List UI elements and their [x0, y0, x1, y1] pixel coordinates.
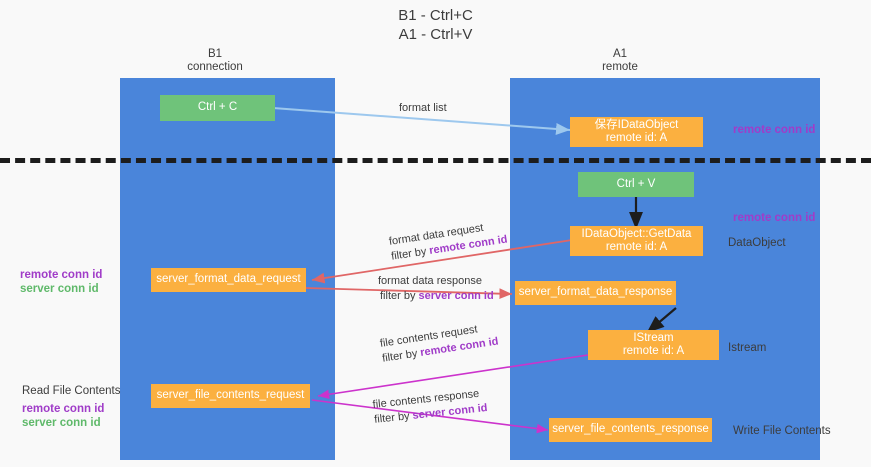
node-istream[interactable]: IStream remote id: A	[588, 330, 719, 360]
node-save-idataobject[interactable]: 保存IDataObject remote id: A	[570, 117, 703, 147]
edge-format-list	[272, 107, 571, 135]
annotation-server-conn-id-left-2: server conn id	[22, 417, 101, 429]
annotation-remote-conn-id-left-2: remote conn id	[22, 403, 105, 415]
edge-format-data-request	[311, 239, 573, 284]
edge-label-format-data-response-line2-highlight: server conn id	[418, 290, 494, 302]
edge-file-contents-response	[311, 399, 549, 434]
edge-file-contents-request	[317, 354, 589, 400]
annotation-dataobject: DataObject	[728, 237, 786, 249]
annotation-write-file-contents: Write File Contents	[733, 425, 831, 437]
node-server-file-contents-request[interactable]: server_file_contents_request	[151, 384, 310, 408]
node-istream-label: IStream	[633, 331, 674, 344]
node-server-file-contents-response[interactable]: server_file_contents_response	[549, 418, 712, 442]
lane-header-a1: A1 remote	[555, 48, 685, 74]
annotation-istream: Istream	[728, 342, 767, 354]
node-istream-sublabel: remote id: A	[622, 345, 685, 357]
node-ctrl-v-label: Ctrl + V	[616, 177, 656, 190]
page-title: B1 - Ctrl+C A1 - Ctrl+V	[0, 6, 871, 44]
lane-header-b1: B1 connection	[150, 48, 280, 74]
annotation-remote-conn-id-top: remote conn id	[733, 124, 816, 136]
node-server-format-data-request[interactable]: server_format_data_request	[151, 268, 306, 292]
node-ctrl-c-label: Ctrl + C	[197, 101, 238, 114]
lane-header-b1-line1: B1	[207, 48, 223, 60]
node-ctrl-c[interactable]: Ctrl + C	[160, 95, 275, 121]
node-save-idataobject-label: 保存IDataObject	[594, 118, 679, 131]
annotation-server-conn-id-left-1: server conn id	[20, 283, 99, 295]
node-ctrl-v[interactable]: Ctrl + V	[578, 172, 694, 197]
annotation-remote-conn-id-mid: remote conn id	[733, 212, 816, 224]
edge-label-format-list-text: format list	[399, 102, 447, 114]
edge-label-format-data-response-line2-prefix: filter by	[380, 290, 419, 302]
lane-header-b1-line2: connection	[187, 61, 243, 73]
annotation-remote-conn-id-left-1: remote conn id	[20, 269, 103, 281]
edge-label-format-list: format list	[399, 101, 447, 116]
phase-divider	[0, 158, 871, 163]
annotation-read-file-contents: Read File Contents	[22, 385, 121, 397]
edge-response-to-istream	[646, 307, 677, 333]
node-idataobject-getdata-label: IDataObject::GetData	[581, 227, 692, 240]
node-save-idataobject-sublabel: remote id: A	[605, 132, 668, 144]
node-server-file-contents-response-label: server_file_contents_response	[552, 423, 709, 436]
lane-header-a1-line2: remote	[602, 61, 638, 73]
node-idataobject-getdata[interactable]: IDataObject::GetData remote id: A	[570, 226, 703, 256]
node-server-format-data-response-label: server_format_data_response	[518, 286, 673, 299]
edge-format-data-response	[305, 287, 513, 300]
title-line-1: B1 - Ctrl+C	[398, 7, 473, 24]
edge-label-file-contents-response-line2-prefix: filter by	[373, 409, 414, 426]
node-server-format-data-response[interactable]: server_format_data_response	[515, 281, 676, 305]
edge-label-format-data-response-line1: format data response	[378, 275, 482, 287]
node-server-file-contents-request-label: server_file_contents_request	[156, 389, 305, 402]
title-line-2: A1 - Ctrl+V	[398, 26, 473, 43]
edge-label-format-data-response: format data response filter by server co…	[378, 274, 494, 304]
node-server-format-data-request-label: server_format_data_request	[156, 273, 301, 286]
node-idataobject-getdata-sublabel: remote id: A	[605, 241, 668, 253]
lane-header-a1-line1: A1	[612, 48, 628, 60]
